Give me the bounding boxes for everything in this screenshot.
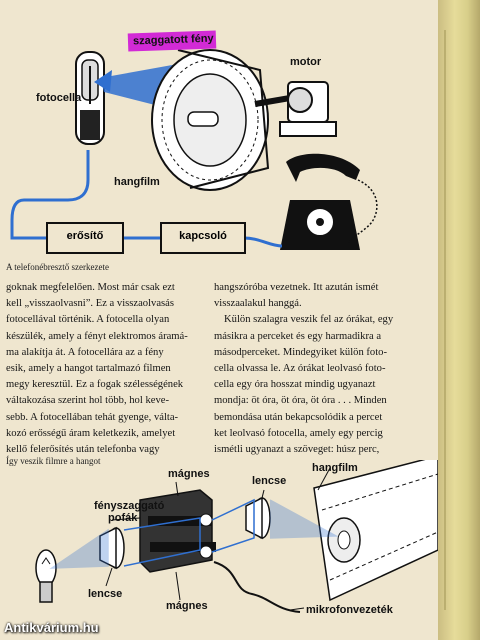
lens-left-icon <box>99 526 125 570</box>
jaws-label: pofák <box>108 512 138 524</box>
text-line: kellő felerősítés után telefonba vagy <box>6 444 160 456</box>
lens-label-top: lencse <box>252 475 287 487</box>
motor-icon <box>279 81 337 137</box>
phone-cord <box>347 179 378 245</box>
telephone-icon <box>280 153 360 250</box>
binding-edge <box>444 30 446 610</box>
sound-film-strip-icon <box>313 460 438 602</box>
light-path <box>49 528 109 569</box>
text-column-left: goknak megfelelően. Most már csak ezt ke… <box>6 280 204 458</box>
wire-switch-phone <box>243 236 283 248</box>
switch-label: kapcsoló <box>179 230 227 242</box>
text-line: készülék, amely a fényt elektromos áramá… <box>6 330 188 342</box>
text-line: kozó erősségű áram keletkezik, amelyet <box>6 427 176 439</box>
magnet-label-bottom: mágnes <box>166 600 208 612</box>
microphone-wire <box>213 561 301 613</box>
text-line: hangszóróba vezetnek. Itt azután ismét <box>214 282 379 293</box>
text-column-right: hangszóróba vezetnek. Itt azután ismét v… <box>214 280 424 458</box>
watermark: Antikvárium.hu <box>4 620 99 635</box>
text-line: visszaalakul hanggá. <box>214 298 302 310</box>
text-line: kell „visszaolvasni”. Ez a visszaolvasás <box>6 298 174 310</box>
switch-box: kapcsoló <box>160 222 246 254</box>
text-line: megy keresztül. Ez a fogak szélességének <box>6 379 184 391</box>
text-line: bemondása után bekapcsolódik a percet <box>214 411 383 423</box>
text-line: másikra a perceket és egy harmadikra a <box>214 330 382 342</box>
sound-film-label-2: hangfilm <box>312 462 358 474</box>
motor-label: motor <box>290 56 322 68</box>
alarm-mechanism-diagram <box>10 49 378 250</box>
text-line: cella olvassa le. Az órákat leolvasó fot… <box>214 363 386 375</box>
magnet-label-top: mágnes <box>168 468 210 480</box>
amplifier-label: erősítő <box>66 230 104 242</box>
text-line: sebb. A fotocellában tehát gyenge, válta… <box>6 411 179 423</box>
sound-film-label: hangfilm <box>114 176 160 188</box>
text-line: fotocellával történik. A fotocella olyan <box>6 314 170 326</box>
wire-photocell-amplifier <box>10 150 90 240</box>
text-line: goknak megfelelően. Most már csak ezt <box>6 282 175 293</box>
text-line: váltakozása szerint hol több, hol keve- <box>6 395 169 407</box>
photocell-label: fotocella <box>36 92 82 104</box>
text-line: mondja: öt óra, öt óra, öt óra . . . Min… <box>214 395 387 407</box>
microphone-wire-label: mikrofonvezeték <box>306 604 393 616</box>
text-line: másodperceket. Mindegyiket külön foto- <box>214 346 387 358</box>
lens-right-icon <box>245 496 271 540</box>
text-line: Külön szalagra veszik fel az órákat, egy <box>224 314 394 326</box>
book-page: szaggatott fény fotocella motor hangfilm… <box>0 0 438 640</box>
text-line: esik, amely a hangot tartalmazó filmen <box>6 363 171 375</box>
figure-caption-2: Így veszik filmre a hangot <box>6 456 101 466</box>
sound-film-drum-icon <box>151 49 270 191</box>
sound-recording-diagram <box>35 460 438 613</box>
lamp-icon <box>35 549 57 603</box>
light-chopper-label: fényszaggató <box>94 500 165 512</box>
text-line: ma alakítja át. A fotocellára az a fény <box>6 346 164 358</box>
figure-caption-1: A telefonébresztő szerkezete <box>6 262 109 272</box>
lens-label-bottom: lencse <box>88 588 123 600</box>
text-line: cella egy óra hosszat mindig ugyanazt <box>214 379 376 391</box>
amplifier-box: erősítő <box>46 222 124 254</box>
text-line: ket leolvasó fotocella, amely egy percig <box>214 427 383 439</box>
text-line: ismétli ugyanazt a szöveget: húsz perc, <box>214 444 380 456</box>
